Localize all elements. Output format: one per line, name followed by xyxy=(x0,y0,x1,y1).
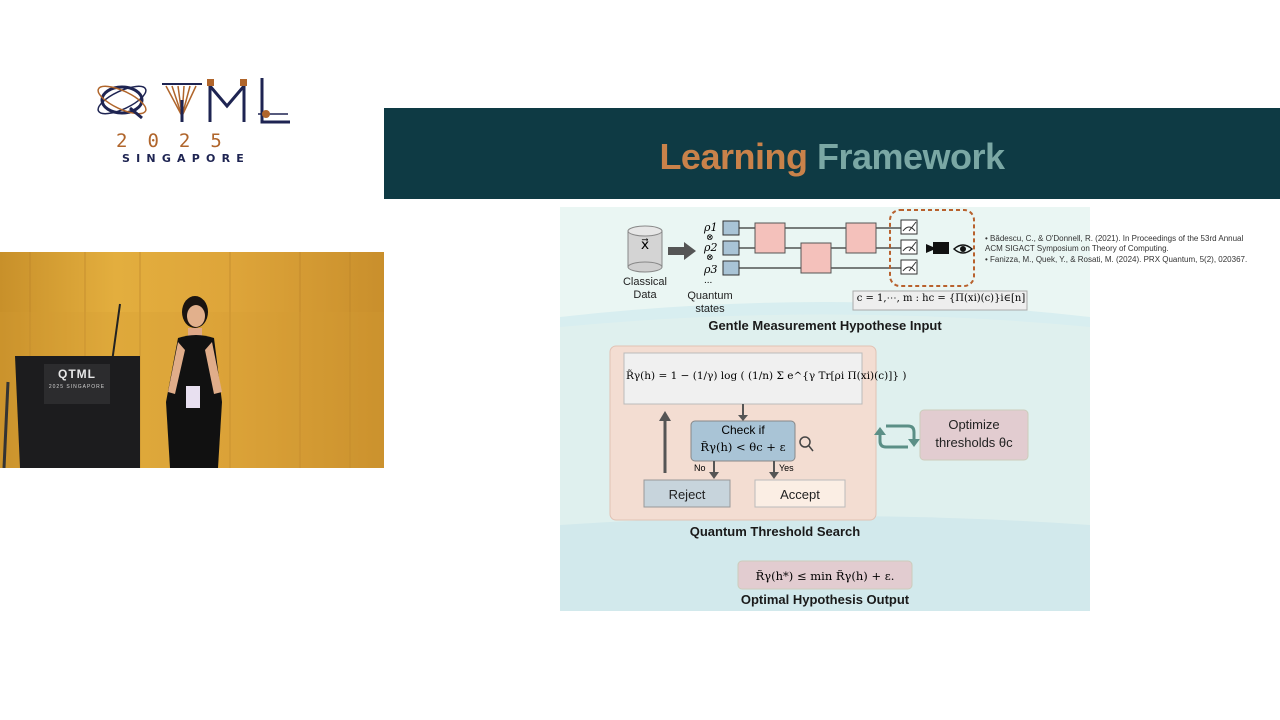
reference-1: • Bădescu, C., & O'Donnell, R. (2021). I… xyxy=(985,234,1244,253)
risk-formula: R̃γ(h) = 1 − (1/γ) log ( (1/n) Σ e^{γ Tr… xyxy=(626,370,907,382)
yes-label: Yes xyxy=(779,463,794,473)
tensor-1: ⊗ xyxy=(706,233,714,243)
tensor-2: ⊗ xyxy=(706,253,714,263)
logo-city: SINGAPORE xyxy=(122,152,250,165)
cycle-icon xyxy=(878,424,916,449)
optimize-line-1: Optimize xyxy=(948,417,1000,432)
diagram-graphics xyxy=(560,207,1090,611)
references: • Bădescu, C., & O'Donnell, R. (2021). I… xyxy=(985,234,1255,266)
lectern-logo: QTML xyxy=(58,367,96,381)
reject-box: Reject xyxy=(668,487,706,502)
quantum-states-label: Quantum states xyxy=(687,290,733,315)
classical-data-label: Classical Data xyxy=(622,276,667,301)
database-icon xyxy=(627,225,663,273)
check-line-2: R̃γ(h) < θc + ε xyxy=(700,440,786,454)
slide-title: Learning Framework xyxy=(384,136,1280,178)
no-label: No xyxy=(694,463,706,473)
reference-1-text: Bădescu, C., & O'Donnell, R. (2021). In … xyxy=(985,234,1244,253)
logo-year: 2025 xyxy=(116,130,242,152)
rho-2: ρ2 xyxy=(704,241,718,254)
rho-3: ρ3 xyxy=(704,263,718,276)
lectern-logo-sub: 2025 SINGAPORE xyxy=(48,384,106,390)
section-threshold-search: Quantum Threshold Search xyxy=(689,524,861,539)
qtml-logo-mark xyxy=(97,78,290,124)
optimize-line-2: thresholds θc xyxy=(935,435,1013,450)
accept-box: Accept xyxy=(780,487,820,502)
slide-header: Learning Framework xyxy=(384,108,1280,199)
speaker-video: QTML 2025 SINGAPORE xyxy=(0,252,384,468)
section-gentle-measurement: Gentle Measurement Hypothese Input xyxy=(708,318,942,333)
camera-icon xyxy=(926,242,949,254)
reference-2: • Fanizza, M., Quek, Y., & Rosati, M. (2… xyxy=(985,255,1248,264)
section-optimal-output: Optimal Hypothesis Output xyxy=(740,592,910,607)
rho-1: ρ1 xyxy=(704,221,718,234)
eye-icon xyxy=(952,244,974,254)
magnifier-icon xyxy=(799,436,814,452)
slide-title-part2: Framework xyxy=(816,136,1005,177)
slide-title-part1: Learning xyxy=(659,136,808,177)
check-line-1: Check if xyxy=(721,423,765,437)
output-formula: R̃γ(h*) ≤ min R̃γ(h) + ε. xyxy=(755,569,895,583)
ellipsis: ... xyxy=(704,275,713,286)
hc-formula: c = 1,⋯, m : hc = {Π(xi)(c)}i∈[n] xyxy=(856,293,1026,304)
speaker-scene xyxy=(0,252,384,468)
learning-framework-diagram: x⃗ Classical Data ρ1 ⊗ ρ2 ⊗ ρ3 ... Quant… xyxy=(560,207,1090,611)
qtml-logo: 2025 SINGAPORE xyxy=(92,72,302,172)
x-vector-symbol: x⃗ xyxy=(640,237,650,253)
reference-2-text: Fanizza, M., Quek, Y., & Rosati, M. (202… xyxy=(990,255,1248,264)
